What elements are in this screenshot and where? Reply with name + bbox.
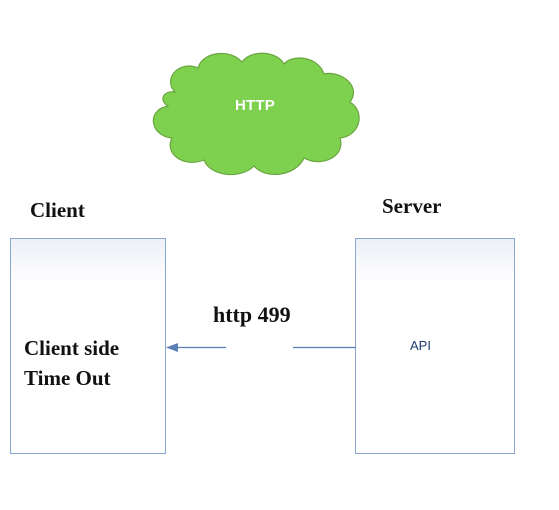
api-label: API xyxy=(410,338,431,353)
server-title: Server xyxy=(382,194,442,218)
server-box xyxy=(355,238,515,454)
client-timeout-line1: Client side xyxy=(24,336,120,360)
cloud-path xyxy=(152,52,360,176)
cloud-shape xyxy=(152,52,360,176)
client-title: Client xyxy=(30,198,85,222)
arrowhead-icon xyxy=(166,343,178,352)
cloud-label: HTTP xyxy=(235,97,275,114)
http-status-label: http 499 xyxy=(213,302,291,327)
client-timeout-text: Client side Time Out xyxy=(24,333,119,393)
client-box xyxy=(10,238,166,454)
client-timeout-line2: Time Out xyxy=(24,366,111,390)
response-arrow xyxy=(166,343,356,352)
